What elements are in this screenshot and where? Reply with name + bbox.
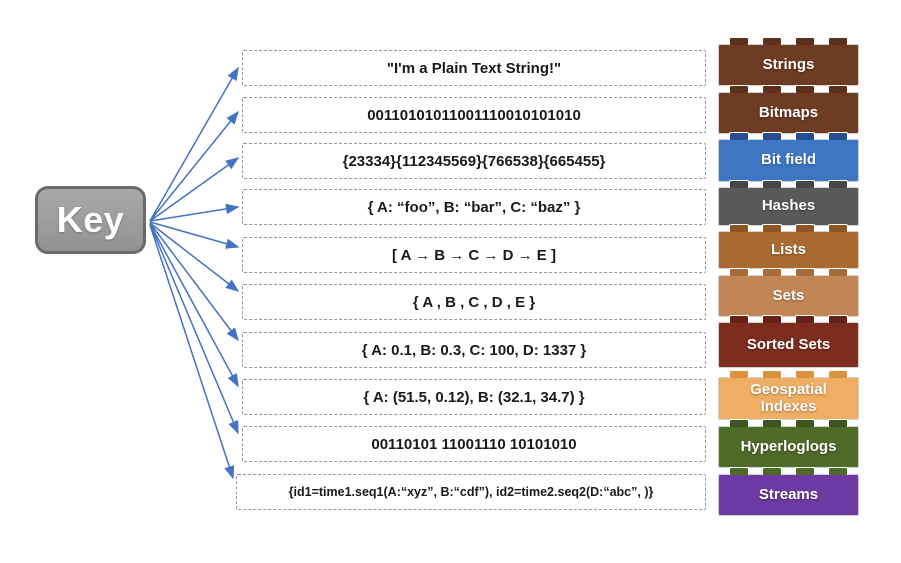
brick-bitfield: Bit field <box>718 132 859 182</box>
value-box-streams: {id1=time1.seq1(A:“xyz”, B:“cdf”), id2=t… <box>236 474 706 510</box>
brick-label: Streams <box>758 485 819 503</box>
value-box-hyperloglogs: 00110101 11001110 10101010 <box>242 426 706 462</box>
brick-label: Sets <box>772 286 805 304</box>
brick-label: Strings <box>762 55 815 73</box>
value-text: { A: “foo”, B: “bar”, C: “baz” } <box>367 198 581 216</box>
value-text: 00110101011001110010101010 <box>367 106 581 124</box>
value-box-sorted-sets: { A: 0.1, B: 0.3, C: 100, D: 1337 } <box>242 332 706 368</box>
value-box-sets: { A , B , C , D , E } <box>242 284 706 320</box>
brick-label: Bit field <box>761 151 816 169</box>
value-text: 00110101 11001110 10101010 <box>371 435 577 453</box>
brick-label: Lists <box>770 240 806 258</box>
brick-sorted-sets: Sorted Sets <box>718 315 859 368</box>
brick-hyperloglogs: Hyperloglogs <box>718 419 859 468</box>
brick-strings: Strings <box>718 37 859 86</box>
value-text: {23334}{112345569}{766538}{665455} <box>342 152 606 170</box>
value-text: "I'm a Plain Text String!" <box>386 59 562 77</box>
brick-hashes: Hashes <box>718 180 859 226</box>
key-node: Key <box>35 186 146 254</box>
brick-label: Hashes <box>761 197 816 215</box>
value-text: {id1=time1.seq1(A:“xyz”, B:“cdf”), id2=t… <box>288 485 654 499</box>
brick-label: Sorted Sets <box>746 335 831 353</box>
value-box-bitfield: {23334}{112345569}{766538}{665455} <box>242 143 706 179</box>
value-text: [ A → B → C → D → E ] <box>392 246 556 264</box>
brick-bitmaps: Bitmaps <box>718 85 859 134</box>
value-box-hashes: { A: “foo”, B: “bar”, C: “baz” } <box>242 189 706 225</box>
brick-lists: Lists <box>718 224 859 269</box>
value-box-strings: "I'm a Plain Text String!" <box>242 50 706 86</box>
value-text: { A: 0.1, B: 0.3, C: 100, D: 1337 } <box>361 341 587 359</box>
brick-label: Hyperloglogs <box>740 437 837 455</box>
brick-streams: Streams <box>718 467 859 516</box>
value-text: { A , B , C , D , E } <box>412 293 536 311</box>
value-box-bitmaps: 00110101011001110010101010 <box>242 97 706 133</box>
brick-label: Bitmaps <box>758 103 819 121</box>
brick-geospatial-indexes: Geospatial Indexes <box>718 370 859 420</box>
brick-label: Geospatial Indexes <box>750 380 827 415</box>
value-text: { A: (51.5, 0.12), B: (32.1, 34.7) } <box>363 388 585 406</box>
key-label: Key <box>56 199 125 240</box>
value-box-lists: [ A → B → C → D → E ] <box>242 237 706 273</box>
brick-sets: Sets <box>718 268 859 317</box>
value-box-geospatial: { A: (51.5, 0.12), B: (32.1, 34.7) } <box>242 379 706 415</box>
